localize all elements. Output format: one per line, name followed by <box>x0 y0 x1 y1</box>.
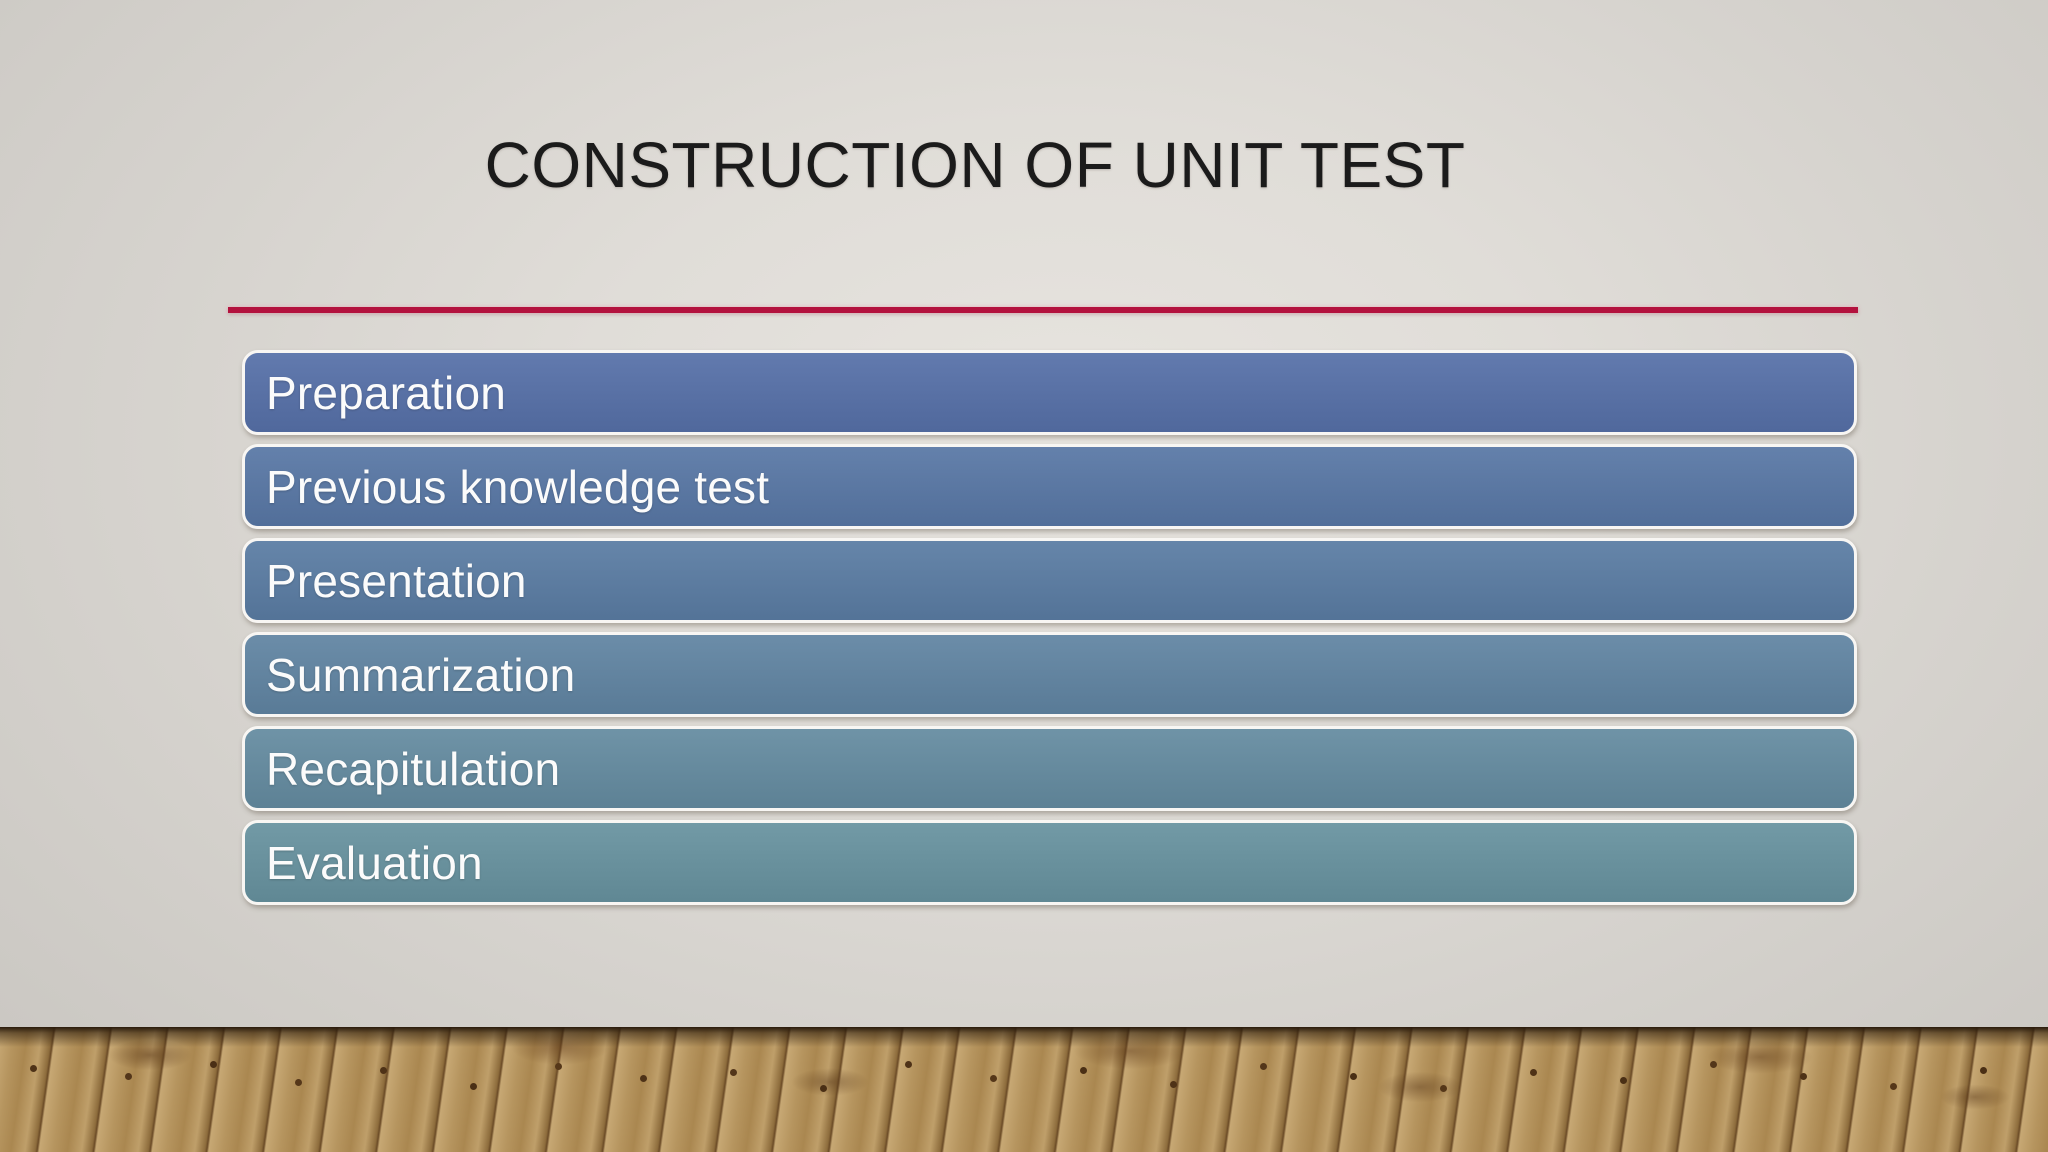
process-list: Preparation Previous knowledge test Pres… <box>242 350 1857 905</box>
process-step-label: Summarization <box>266 648 576 701</box>
process-step-bar-preparation: Preparation <box>242 350 1857 435</box>
process-step-label: Presentation <box>266 554 527 607</box>
process-step-label: Preparation <box>266 366 507 419</box>
floor-nail-dots <box>30 1065 37 1072</box>
process-step-bar-evaluation: Evaluation <box>242 820 1857 905</box>
process-step-bar-previous-knowledge-test: Previous knowledge test <box>242 444 1857 529</box>
process-step-label: Previous knowledge test <box>266 460 770 513</box>
wood-floor <box>0 1027 2048 1152</box>
process-step-label: Recapitulation <box>266 742 561 795</box>
slide-title: CONSTRUCTION OF UNIT TEST <box>484 129 1466 201</box>
process-step-bar-summarization: Summarization <box>242 632 1857 717</box>
title-area: CONSTRUCTION OF UNIT TEST <box>0 129 2048 201</box>
process-step-bar-recapitulation: Recapitulation <box>242 726 1857 811</box>
process-step-bar-presentation: Presentation <box>242 538 1857 623</box>
title-divider-line <box>228 307 1858 313</box>
process-step-label: Evaluation <box>266 836 483 889</box>
